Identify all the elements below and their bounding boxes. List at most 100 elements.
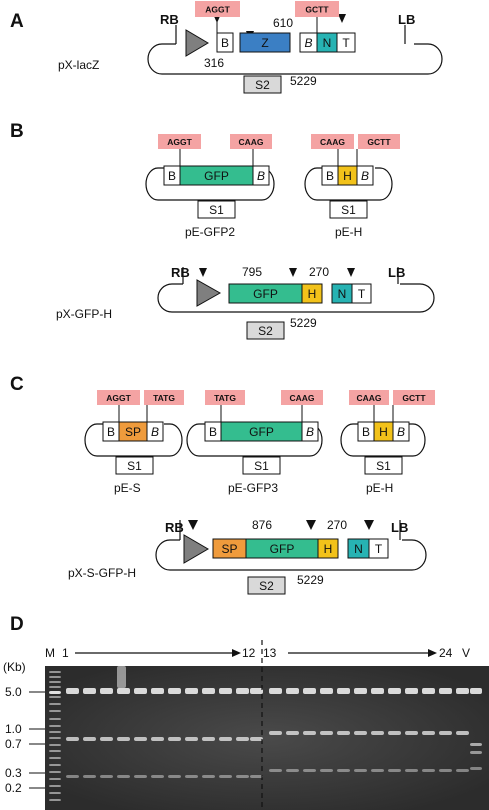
selection-box <box>364 456 403 475</box>
cut-site-icon <box>289 268 297 277</box>
segment-label: H <box>308 287 317 301</box>
cut-site-icon <box>338 14 346 23</box>
insert-band <box>250 737 263 741</box>
small-band <box>219 775 232 778</box>
overhang-tag <box>358 134 400 149</box>
overhang-label: CAAG <box>320 137 345 147</box>
selection-label: S1 <box>254 459 269 473</box>
ladder-band <box>49 757 61 759</box>
segment-label: Z <box>261 36 268 50</box>
lacz-segment <box>239 32 291 53</box>
insert-band <box>269 731 282 735</box>
lane-end-right: 24 <box>439 646 453 660</box>
overhang-tag <box>205 390 245 405</box>
selection-box <box>197 200 236 219</box>
gel-bands <box>49 666 482 801</box>
segment-label: B <box>361 169 369 183</box>
vector-band <box>269 688 282 694</box>
size-label: 795 <box>242 265 262 279</box>
v-band <box>470 767 482 770</box>
plasmid-name: pX-S-GFP-H <box>68 566 136 580</box>
vector-band <box>286 688 299 694</box>
pxlacz-backbone <box>147 43 443 75</box>
ladder-label: 5.0 <box>5 685 22 699</box>
vector-band <box>168 688 181 694</box>
entry-backbone <box>84 423 183 457</box>
bsai-segment <box>146 421 164 442</box>
small-band <box>286 769 299 772</box>
panel-b: B AGGT CAAG B GFP B S1 pE-GFP2 CAAG <box>10 121 435 340</box>
panel-b-letter: B <box>10 121 24 142</box>
size-label: 5229 <box>290 74 317 88</box>
t-segment <box>351 283 372 304</box>
overhang-label: CAAG <box>356 393 381 403</box>
ladder-band <box>49 718 61 720</box>
ladder-band <box>49 731 61 733</box>
panel-a-letter: A <box>10 11 24 32</box>
small-band <box>456 769 469 772</box>
segment-label: GFP <box>253 287 278 301</box>
panel-a: A RB LB AGGT GCTT B Z B N T 610 316 <box>10 1 443 94</box>
selection-label: S1 <box>127 459 142 473</box>
insert-band <box>151 737 164 741</box>
overhang-tag <box>311 134 354 149</box>
expression-vector-s-gfp-h: RB LB SP GFP H N T 876 270 5229 S2 pX-S-… <box>68 518 427 595</box>
selection-label: S2 <box>255 78 270 92</box>
overhang-tag <box>349 390 389 405</box>
insert-band <box>303 731 316 735</box>
rb-label: RB <box>171 265 190 280</box>
segment-label: T <box>342 36 350 50</box>
small-band <box>439 769 452 772</box>
t-segment <box>336 32 356 53</box>
h-segment <box>317 538 339 559</box>
ladder-band <box>49 750 61 752</box>
small-band <box>66 775 79 778</box>
insert-band <box>202 737 215 741</box>
panel-d: D M 1 12 13 24 V (Kb) 5.0 1.0 0.7 0.3 0.… <box>3 614 489 810</box>
plasmid-name: pX-lacZ <box>58 58 99 72</box>
small-band <box>100 775 113 778</box>
small-band <box>185 775 198 778</box>
cut-site-icon <box>199 268 207 277</box>
bsai-segment <box>252 165 270 186</box>
segment-label: T <box>375 542 383 556</box>
pxgfph-backbone <box>157 283 435 313</box>
plasmid-name: pE-GFP2 <box>185 225 235 239</box>
v-band <box>470 751 482 754</box>
ladder-band <box>49 778 61 780</box>
size-label: 270 <box>309 265 329 279</box>
segment-label: T <box>358 287 366 301</box>
vector-band <box>470 688 482 694</box>
expression-vector-gfp-h: RB LB GFP H N T 795 270 5229 S2 pX-GFP-H <box>56 265 435 340</box>
segment-label: SP <box>125 425 141 439</box>
cut-site-icon <box>347 268 355 277</box>
size-label: 270 <box>327 518 347 532</box>
segment-label: GFP <box>204 169 229 183</box>
cut-site-icon <box>306 520 316 530</box>
plasmid-name: pE-H <box>335 225 362 239</box>
small-band <box>134 775 147 778</box>
small-band <box>269 769 282 772</box>
segment-label: B <box>209 425 217 439</box>
overhang-tag <box>158 134 201 149</box>
insert-band <box>286 731 299 735</box>
segment-label: GFP <box>249 425 274 439</box>
plasmid-name: pE-GFP3 <box>228 481 278 495</box>
insert-band <box>439 731 452 735</box>
segment-label: B <box>168 169 176 183</box>
selection-box <box>243 75 282 94</box>
insert-band <box>83 737 96 741</box>
ladder-label: 0.7 <box>5 737 22 751</box>
entry-vector-s: AGGT TATG B SP B S1 pE-S <box>84 390 184 495</box>
vector-band <box>337 688 350 694</box>
vector-band <box>354 688 367 694</box>
lb-label: LB <box>391 520 408 535</box>
ladder-axis: 5.0 1.0 0.7 0.3 0.2 <box>5 685 45 795</box>
entry-backbone <box>186 423 323 457</box>
vector-band <box>456 688 469 694</box>
arrow-head-icon <box>428 649 437 657</box>
insert-band <box>371 731 384 735</box>
insert-band <box>422 731 435 735</box>
segment-label: B <box>306 425 314 439</box>
small-band <box>337 769 350 772</box>
